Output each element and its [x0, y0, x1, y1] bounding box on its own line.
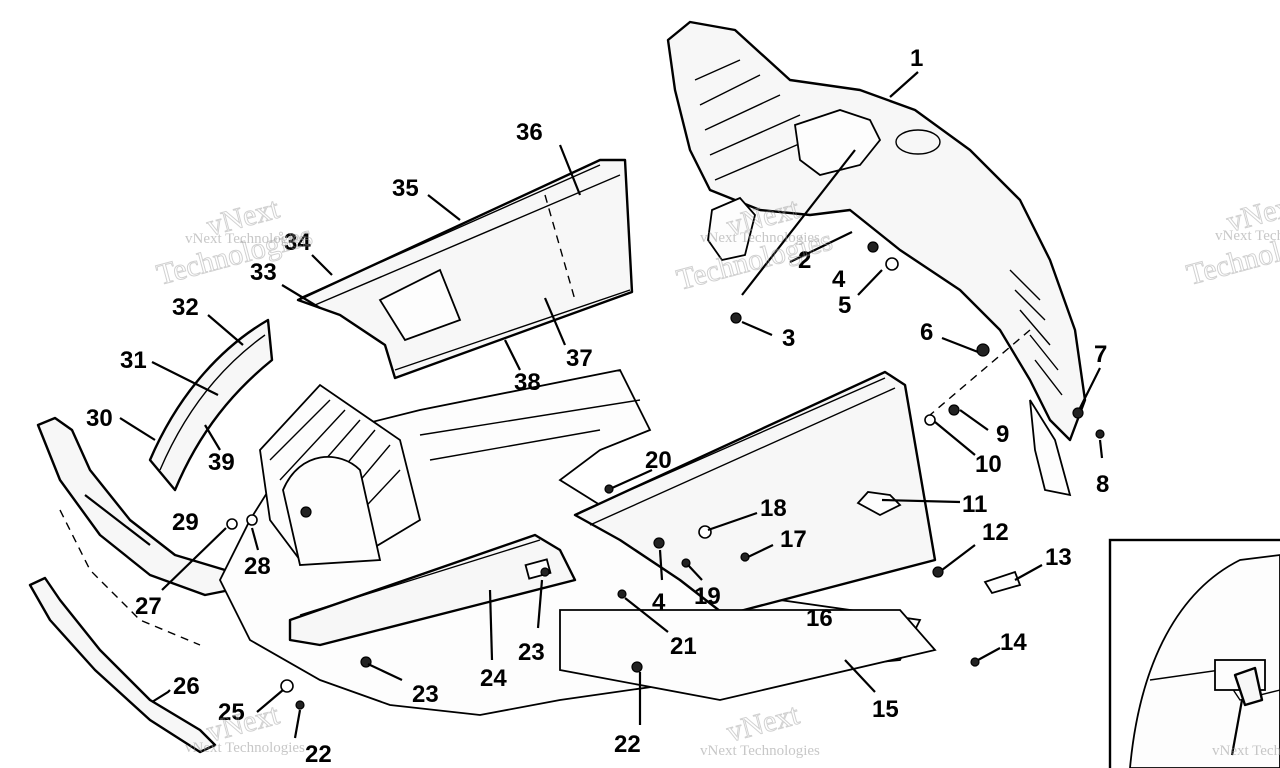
callout-29: 29 [172, 509, 199, 536]
callout-1: 1 [910, 45, 923, 72]
inset-detail [1108, 538, 1280, 768]
callout-6: 6 [920, 319, 933, 346]
callout-32: 32 [172, 294, 199, 321]
callout-33: 33 [250, 259, 277, 286]
part-hood [666, 20, 1087, 497]
callout-39: 39 [208, 449, 235, 476]
callout-12: 12 [982, 519, 1009, 546]
part-bumper [36, 416, 232, 597]
callout-16: 16 [806, 605, 833, 632]
callout-37: 37 [566, 345, 593, 372]
callout-10: 10 [975, 451, 1002, 478]
callout-38: 38 [514, 369, 541, 396]
callout-22-lower: 22 [614, 731, 641, 758]
watermark-text-3: vNext Technologies [1215, 228, 1280, 244]
callout-4-lower: 4 [652, 589, 666, 616]
part-right-side-panel [573, 370, 937, 617]
part-lower-strip [28, 509, 217, 754]
callout-25: 25 [218, 699, 245, 726]
hood-hardware [707, 149, 1105, 439]
leader-lines [84, 71, 1104, 739]
callout-31: 31 [120, 347, 147, 374]
callout-9: 9 [996, 421, 1009, 448]
callout-labels: 1 2 3 4 5 6 7 8 9 10 11 12 13 14 15 16 1… [86, 45, 1217, 768]
callout-22-left: 22 [305, 741, 332, 768]
callout-26: 26 [173, 673, 200, 700]
callout-30: 30 [86, 405, 113, 432]
callout-27: 27 [135, 593, 162, 620]
callout-5: 5 [838, 292, 851, 319]
callout-23-center: 23 [518, 639, 545, 666]
callout-7: 7 [1094, 341, 1107, 368]
callout-8: 8 [1096, 471, 1109, 498]
part-upper-panel [296, 158, 634, 380]
callout-24: 24 [480, 665, 507, 692]
callout-14: 14 [1000, 629, 1027, 656]
callout-17: 17 [780, 526, 807, 553]
watermark-text-6: vNext Technologies [1212, 743, 1280, 759]
callout-13: 13 [1045, 544, 1072, 571]
callout-34: 34 [284, 229, 311, 256]
callout-2: 2 [798, 247, 811, 274]
watermark-text-2: vNext Technologies [700, 230, 820, 246]
misc-hardware [226, 404, 980, 710]
callout-4: 4 [832, 266, 846, 293]
part-arc-trim [148, 318, 274, 492]
part-lower-bracket [559, 570, 1022, 701]
watermark-text-5: vNext Technologies [700, 743, 820, 759]
callout-19: 19 [694, 583, 721, 610]
callout-3: 3 [782, 325, 795, 352]
watermark-text-1: vNext Technologies [185, 231, 305, 247]
callout-35: 35 [392, 175, 419, 202]
callout-20: 20 [645, 447, 672, 474]
callout-18: 18 [760, 495, 787, 522]
callout-36: 36 [516, 119, 543, 146]
watermark-logo-5: vNext [723, 698, 803, 749]
part-grille [259, 383, 422, 566]
callout-21: 21 [670, 633, 697, 660]
part-left-side-panel [288, 533, 577, 647]
callout-23-left: 23 [412, 681, 439, 708]
callout-28: 28 [244, 553, 271, 580]
callout-15: 15 [872, 696, 899, 723]
callout-11: 11 [962, 491, 987, 518]
watermark-text-4: vNext Technologies [185, 740, 305, 756]
